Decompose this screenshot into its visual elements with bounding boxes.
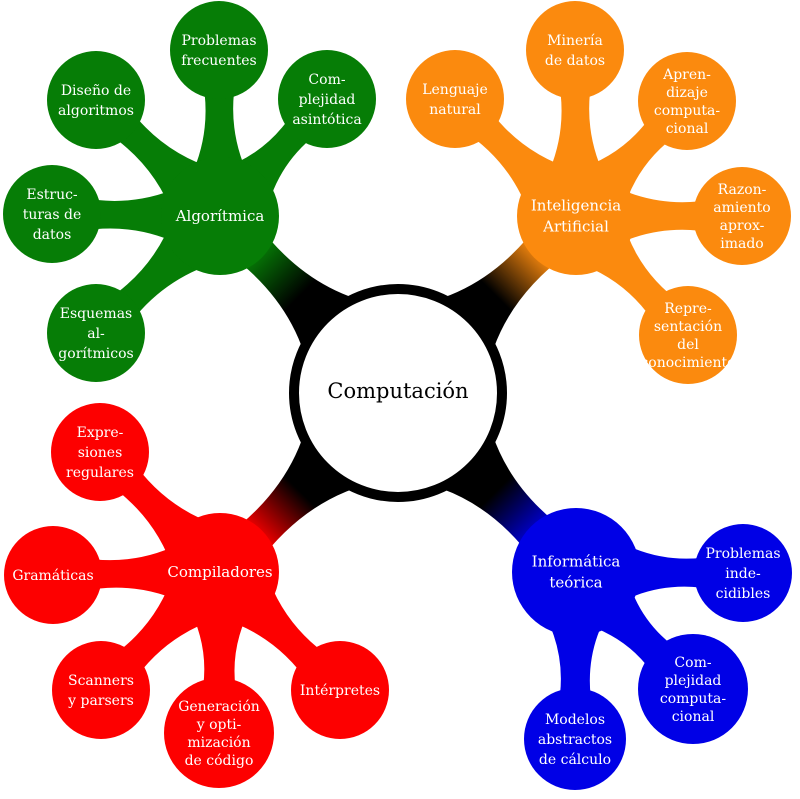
connector-center-algoritmica [228, 224, 398, 394]
connector-compiladores-3 [187, 604, 253, 703]
subnode-circle-algoritmica-1 [278, 50, 376, 148]
connector-inteligencia-artificial-1 [543, 76, 609, 184]
connector-center-inteligencia-artificial [398, 224, 568, 394]
subnode-circle-algoritmica-2 [47, 51, 145, 149]
subnode-circle-inteligencia-artificial-0 [406, 50, 504, 148]
subnode-circle-informatica-teorica-0 [694, 524, 792, 622]
subnode-circle-inteligencia-artificial-1 [526, 1, 624, 99]
subnode-compiladores-4: Intérpretes [291, 641, 389, 739]
subnode-circle-compiladores-1 [4, 526, 102, 624]
subnode-label-compiladores-1: Gramáticas [12, 568, 93, 584]
subnode-circle-algoritmica-4 [47, 284, 145, 382]
subnode-circle-compiladores-0 [51, 403, 149, 501]
connector-center-compiladores [228, 393, 399, 564]
node-circle-informatica-teorica [512, 508, 640, 636]
connector-inteligencia-artificial-3 [608, 183, 716, 249]
node-compiladores: Compiladores [161, 513, 279, 631]
center-node-circle [289, 284, 507, 502]
subnode-circle-compiladores-3 [164, 678, 274, 788]
node-algoritmica: Algorítmica [161, 157, 279, 275]
node-circle-compiladores [161, 513, 279, 631]
subnode-circle-compiladores-4 [291, 641, 389, 739]
connector-algoritmica-3 [78, 183, 188, 249]
subnode-circle-informatica-teorica-1 [638, 634, 748, 744]
subnode-circle-algoritmica-0 [170, 1, 268, 99]
subnode-compiladores-1: Gramáticas [4, 526, 102, 624]
node-circle-inteligencia-artificial [517, 157, 635, 275]
subnode-circle-inteligencia-artificial-3 [693, 167, 791, 265]
node-label-algoritmica: Algorítmica [175, 207, 265, 225]
node-circle-algoritmica [161, 157, 279, 275]
subnode-circle-algoritmica-3 [3, 165, 101, 263]
center-node-label: Computación [327, 379, 468, 403]
node-label-compiladores: Compiladores [167, 563, 272, 581]
connector-algoritmica-0 [187, 76, 253, 184]
subnode-circle-compiladores-2 [52, 641, 150, 739]
subnode-circle-inteligencia-artificial-4 [639, 286, 737, 384]
subnode-circle-informatica-teorica-2 [524, 688, 626, 790]
connector-center-informatica-teorica [397, 393, 568, 563]
subnode-label-compiladores-4: Intérpretes [300, 683, 380, 699]
center-node: Computación [289, 284, 507, 502]
subnode-circle-inteligencia-artificial-2 [638, 52, 736, 150]
connector-compiladores-1 [79, 540, 189, 606]
